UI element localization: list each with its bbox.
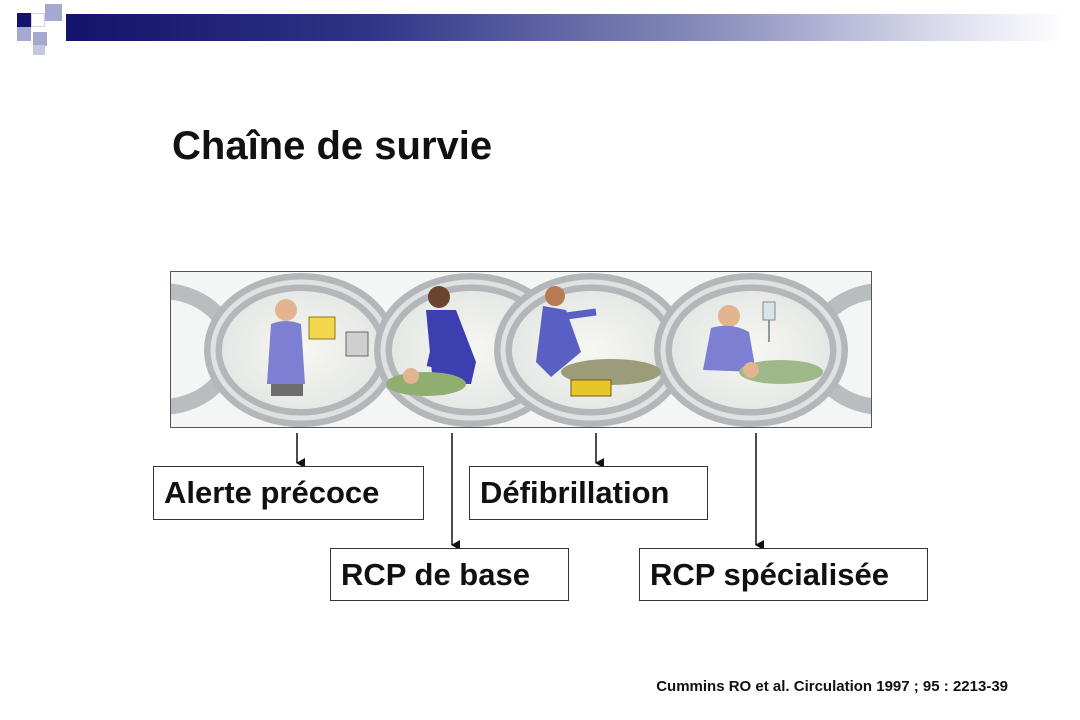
chain-link-4 [654,273,848,427]
advanced-life-support-scene [703,301,823,384]
label-rcp-specialisee: RCP spécialisée [639,548,928,601]
chain-illustration [170,271,872,428]
label-alerte-precoce: Alerte précoce [153,466,424,520]
page-title: Chaîne de survie [172,124,493,168]
label-rcp-de-base: RCP de base [330,548,569,601]
defibrillation-scene [536,286,661,397]
phone-call-scene [267,299,369,396]
cpr-scene [386,286,476,396]
citation: Cummins RO et al. Circulation 1997 ; 95 … [656,678,1008,695]
label-defibrillation: Défibrillation [469,466,708,520]
